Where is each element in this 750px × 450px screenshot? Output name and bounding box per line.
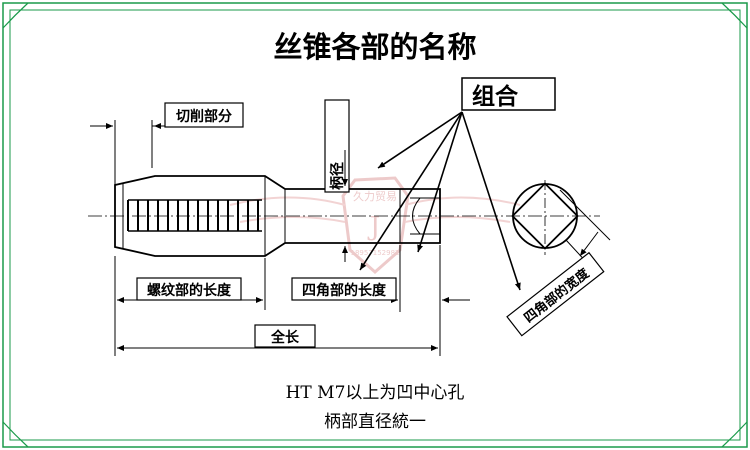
thread-length-label: 螺纹部的长度 [147, 282, 232, 299]
square-width-label: 四角部的宽度 [521, 265, 593, 326]
watermark: 久力贸易 J 18957152982 [229, 176, 521, 274]
thread-length-dimension [114, 256, 266, 356]
cutting-part-label-box [164, 102, 244, 128]
page-title: 丝锥各部的名称 [273, 30, 476, 64]
note-line-1: HT M7以上为凹中心孔 [286, 383, 465, 403]
square-width-dimension [559, 189, 611, 267]
cutting-part-label: 切削部分 [176, 108, 232, 125]
watermark-logo-glyph: J [367, 212, 380, 242]
watermark-phone: 18957152982 [351, 249, 400, 257]
total-length-label-box [254, 324, 316, 348]
thread-length-label-box [136, 277, 242, 301]
note-line-2: 柄部直径統一 [324, 412, 426, 432]
watermark-text: 久力贸易 [353, 190, 397, 203]
combination-leader-lines [359, 111, 521, 291]
square-width-label-group: 四角部的宽度 [506, 251, 605, 337]
combination-label-box [461, 77, 556, 111]
combination-label: 组合 [472, 83, 519, 110]
square-length-label-box [291, 277, 397, 301]
shank-diameter-label: 柄径 [329, 162, 346, 190]
square-end-view [511, 182, 579, 250]
square-length-label: 四角部的长度 [302, 282, 387, 299]
tap-body [114, 175, 441, 257]
total-length-label: 全长 [270, 329, 300, 346]
